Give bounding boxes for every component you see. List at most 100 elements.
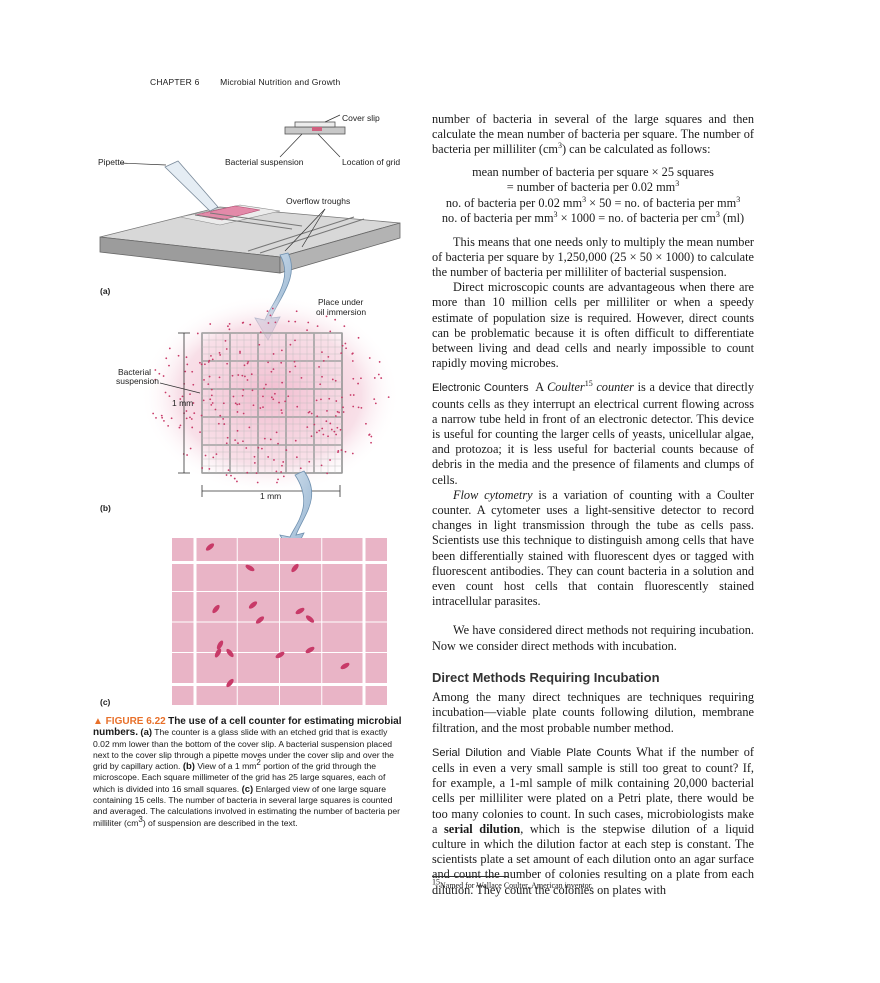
bacterium-dot xyxy=(191,426,194,429)
bacterium-cell xyxy=(216,640,224,650)
bacterium-dot xyxy=(211,358,214,361)
bacterium-dot xyxy=(212,456,215,459)
bacterium-dot xyxy=(352,405,355,408)
bacterium-dot xyxy=(321,375,323,378)
bacterium-dot xyxy=(333,430,336,433)
equation-1: mean number of bacteria per square × 25 … xyxy=(472,164,714,179)
bacterium-dot xyxy=(225,442,228,445)
bacterium-dot xyxy=(234,402,237,405)
bacterium-dot xyxy=(207,383,210,385)
bacterium-dot xyxy=(265,383,267,386)
bacterium-dot xyxy=(378,361,381,363)
bacterium-dot xyxy=(277,478,279,481)
bacterium-dot xyxy=(245,447,248,449)
bacterium-dot xyxy=(208,359,211,362)
bacterium-dot xyxy=(326,410,328,412)
bacterium-dot xyxy=(241,374,244,377)
label-1mm-vertical: 1 mm xyxy=(172,398,193,408)
label-bacterial-suspension-a: Bacterial suspension xyxy=(225,157,304,167)
bacterium-dot xyxy=(257,446,260,449)
bacterium-cell xyxy=(248,601,258,609)
label-1mm-horizontal: 1 mm xyxy=(260,491,281,501)
bacterium-dot xyxy=(244,375,246,378)
bacterium-dot xyxy=(200,363,203,366)
bacterium-dot xyxy=(277,442,279,445)
bacterium-dot xyxy=(308,460,311,463)
caption-part-a: (a) xyxy=(140,727,153,739)
bacterium-dot xyxy=(319,383,322,386)
bacterium-cell xyxy=(340,662,350,670)
bacterium-dot xyxy=(210,403,213,406)
bacterium-dot xyxy=(357,336,360,339)
bacterium-dot xyxy=(227,325,229,328)
bacterium-cell xyxy=(212,604,220,614)
paragraph-incubation: Among the many direct techniques are tec… xyxy=(432,690,754,735)
heading-electronic-counters: Electronic Counters xyxy=(432,382,529,395)
bacterium-dot xyxy=(278,401,280,404)
bacterium-dot xyxy=(162,375,165,377)
bacterium-dot xyxy=(226,436,229,439)
bacterium-dot xyxy=(295,456,298,459)
bacterium-dot xyxy=(218,351,221,354)
bacterium-dot xyxy=(196,332,199,335)
bacterium-dot xyxy=(209,323,212,325)
bacterium-dot xyxy=(239,350,241,353)
bacterium-dot xyxy=(360,406,363,409)
bacterium-dot xyxy=(236,480,238,483)
bacterium-dot xyxy=(270,370,273,373)
bacterium-dot xyxy=(253,462,256,464)
bacterium-dot xyxy=(237,374,240,376)
bacterium-cell xyxy=(245,564,255,572)
bacterium-dot xyxy=(154,378,157,381)
bacterium-dot xyxy=(325,420,328,423)
bacterium-dot xyxy=(192,402,195,404)
bacterium-dot xyxy=(158,372,161,375)
bacterium-dot xyxy=(306,426,309,429)
bacterium-dot xyxy=(251,389,254,392)
bacterium-dot xyxy=(243,364,246,367)
bacterium-dot xyxy=(185,410,188,412)
bacterium-dot xyxy=(321,351,323,354)
bacterium-dot xyxy=(310,435,313,438)
footnote-rule xyxy=(432,876,508,877)
bacterium-dot xyxy=(374,402,377,405)
bacterium-dot xyxy=(274,321,277,324)
bacterium-dot xyxy=(281,464,283,467)
bacterium-dot xyxy=(295,310,298,313)
bacterium-dot xyxy=(228,328,231,331)
footnote: 15Named for Wallace Coulter, American in… xyxy=(432,877,593,890)
bacterium-dot xyxy=(287,320,290,323)
bacterium-dot xyxy=(313,423,316,426)
bacterium-dot xyxy=(242,440,244,443)
label-suspension: suspension xyxy=(116,376,159,386)
bacterium-dot xyxy=(329,422,332,425)
bacterium-dot xyxy=(199,431,201,434)
bacterium-dot xyxy=(344,342,347,345)
bacterium-dot xyxy=(334,415,337,417)
bacterium-dot xyxy=(201,467,204,469)
bacterium-dot xyxy=(351,352,354,355)
bacterium-dot xyxy=(225,474,228,476)
bacterium-dot xyxy=(168,364,170,367)
label-part-c: (c) xyxy=(100,697,111,707)
bacterium-dot xyxy=(218,376,221,379)
bacterium-dot xyxy=(281,381,284,384)
bacterium-dot xyxy=(368,357,371,359)
bacterium-dot xyxy=(335,433,338,436)
bacterium-dot xyxy=(179,424,182,427)
bacterium-cell xyxy=(305,646,315,654)
bacterium-dot xyxy=(308,410,311,413)
bacterium-dot xyxy=(357,382,359,385)
bacterium-dot xyxy=(199,361,201,364)
label-place-under: Place under xyxy=(318,297,364,307)
bacterium-dot xyxy=(315,431,318,434)
bacterium-dot xyxy=(316,325,319,328)
bacterium-dot xyxy=(178,426,181,429)
chapter-number: CHAPTER 6 xyxy=(150,77,200,87)
bacterium-dot xyxy=(337,449,340,452)
bacterium-dot xyxy=(327,435,329,438)
bacterium-dot xyxy=(328,397,331,400)
bacterium-dot xyxy=(256,481,259,484)
bacterium-dot xyxy=(259,331,262,334)
bacterium-dot xyxy=(253,455,256,458)
